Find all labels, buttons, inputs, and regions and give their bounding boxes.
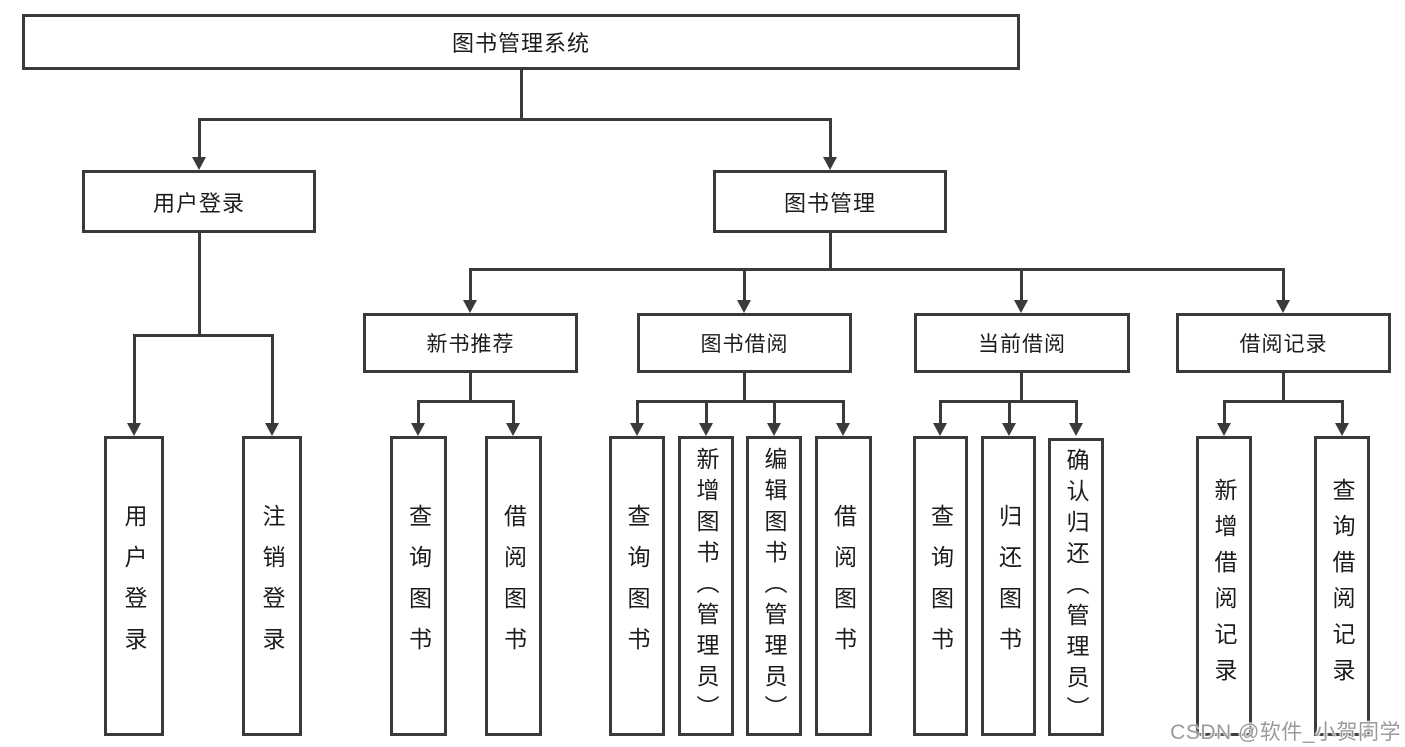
leaf-borrow-books: 借阅图书 bbox=[815, 436, 872, 736]
connector-line bbox=[417, 400, 515, 403]
arrowhead-down bbox=[411, 423, 425, 436]
connector-line bbox=[1020, 268, 1023, 301]
connector-line bbox=[829, 233, 832, 268]
connector-line bbox=[469, 268, 472, 301]
node-book-borrow: 图书借阅 bbox=[637, 313, 852, 373]
arrowhead-down bbox=[192, 157, 206, 170]
leaf-edit-books-admin: 编辑图书（管理员） bbox=[746, 436, 802, 736]
connector-line bbox=[636, 400, 845, 403]
arrowhead-down bbox=[823, 157, 837, 170]
connector-line bbox=[1282, 373, 1285, 400]
arrowhead-down bbox=[737, 300, 751, 313]
connector-line bbox=[469, 373, 472, 400]
leaf-user-login: 用户登录 bbox=[104, 436, 164, 736]
connector-line bbox=[939, 400, 942, 423]
arrowhead-down bbox=[699, 423, 713, 436]
connector-line bbox=[1223, 400, 1344, 403]
connector-line bbox=[743, 268, 746, 301]
connector-line bbox=[417, 400, 420, 423]
arrowhead-down bbox=[630, 423, 644, 436]
connector-line bbox=[133, 334, 274, 337]
connector-line bbox=[773, 400, 776, 423]
node-current-borrow: 当前借阅 bbox=[914, 313, 1130, 373]
leaf-confirm-return-admin: 确认归还（管理员） bbox=[1048, 438, 1104, 736]
arrowhead-down bbox=[933, 423, 947, 436]
arrowhead-down bbox=[1002, 423, 1016, 436]
connector-line bbox=[1008, 400, 1011, 423]
arrowhead-down bbox=[1069, 423, 1083, 436]
leaf-logout: 注销登录 bbox=[242, 436, 302, 736]
connector-line bbox=[198, 118, 832, 121]
arrowhead-down bbox=[1276, 300, 1290, 313]
connector-line bbox=[1341, 400, 1344, 423]
arrowhead-down bbox=[463, 300, 477, 313]
connector-line bbox=[1020, 373, 1023, 400]
connector-line bbox=[469, 268, 1285, 271]
node-library-system: 图书管理系统 bbox=[22, 14, 1020, 70]
arrowhead-down bbox=[127, 423, 141, 436]
arrowhead-down bbox=[836, 423, 850, 436]
connector-line bbox=[705, 400, 708, 423]
connector-line bbox=[743, 373, 746, 400]
leaf-borrow-books-recommend: 借阅图书 bbox=[485, 436, 542, 736]
node-book-management: 图书管理 bbox=[713, 170, 947, 233]
arrowhead-down bbox=[767, 423, 781, 436]
leaf-return-books: 归还图书 bbox=[981, 436, 1036, 736]
connector-line bbox=[1223, 400, 1226, 423]
connector-line bbox=[842, 400, 845, 423]
leaf-query-books-recommend: 查询图书 bbox=[390, 436, 447, 736]
connector-line bbox=[198, 233, 201, 334]
leaf-query-books-current: 查询图书 bbox=[913, 436, 968, 736]
connector-line bbox=[512, 400, 515, 423]
arrowhead-down bbox=[1335, 423, 1349, 436]
arrowhead-down bbox=[506, 423, 520, 436]
connector-line bbox=[198, 118, 201, 158]
node-user-login: 用户登录 bbox=[82, 170, 316, 233]
connector-line bbox=[133, 334, 136, 423]
node-borrow-records: 借阅记录 bbox=[1176, 313, 1391, 373]
leaf-add-borrow-record: 新增借阅记录 bbox=[1196, 436, 1252, 736]
arrowhead-down bbox=[1217, 423, 1231, 436]
leaf-query-borrow-record: 查询借阅记录 bbox=[1314, 436, 1370, 736]
arrowhead-down bbox=[265, 423, 279, 436]
connector-line bbox=[829, 118, 832, 158]
csdn-watermark: CSDN @软件_小贺同学 bbox=[1170, 721, 1401, 744]
leaf-query-books-borrow: 查询图书 bbox=[609, 436, 665, 736]
leaf-add-books-admin: 新增图书（管理员） bbox=[678, 436, 734, 736]
node-new-book-recommend: 新书推荐 bbox=[363, 313, 578, 373]
connector-line bbox=[1075, 400, 1078, 423]
connector-line bbox=[636, 400, 639, 423]
connector-line bbox=[520, 70, 523, 118]
arrowhead-down bbox=[1014, 300, 1028, 313]
connector-line bbox=[1282, 268, 1285, 301]
connector-line bbox=[271, 334, 274, 423]
